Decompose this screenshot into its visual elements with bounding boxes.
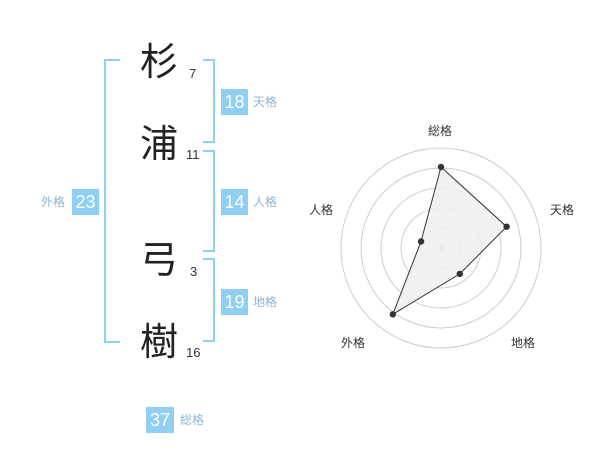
soukaku-label: 総格 <box>180 413 205 427</box>
soukaku-value-box: 37 <box>146 407 174 433</box>
tenkaku-value-box: 18 <box>221 89 248 115</box>
radar-polygon <box>391 166 508 316</box>
jinkaku-value-box: 14 <box>221 189 248 215</box>
chikaku-label: 地格 <box>253 295 278 309</box>
radar-grid-ring <box>380 187 502 309</box>
stroke-count-1: 7 <box>189 66 197 81</box>
radar-center-dot <box>438 245 444 251</box>
radar-point-4 <box>389 311 397 318</box>
radar-axis-label-jinkaku: 人格 <box>309 203 334 217</box>
jinkaku-label: 人格 <box>253 195 278 209</box>
name-char-2: 浦 <box>140 122 179 166</box>
name-char-3: 弓 <box>140 238 179 282</box>
chikaku-bracket <box>203 258 215 342</box>
radar-axis-label-chikaku: 地格 <box>511 336 536 350</box>
tenkaku-label: 天格 <box>253 95 278 109</box>
tenkaku-bracket <box>203 59 215 143</box>
radar-point-1 <box>437 163 445 171</box>
radar-grid <box>340 147 542 349</box>
radar-grid-ring <box>340 147 542 349</box>
name-char-1: 杉 <box>140 40 179 84</box>
stroke-count-3: 3 <box>190 264 198 279</box>
radar-grid-ring <box>400 207 482 289</box>
radar-points <box>389 163 510 318</box>
gaikaku-bracket <box>104 59 120 343</box>
jinkaku-bracket <box>203 150 215 252</box>
radar-point-3 <box>456 270 464 278</box>
radar-grid-ring <box>420 227 462 269</box>
radar-axis-label-gaikaku: 外格 <box>341 336 366 350</box>
name-char-4: 樹 <box>140 320 179 364</box>
radar-axis-label-soukaku: 総格 <box>428 124 453 138</box>
gaikaku-label: 外格 <box>41 195 66 209</box>
radar-point-5 <box>417 238 425 245</box>
stroke-count-2: 11 <box>186 147 200 162</box>
radar-axis-label-tenkaku: 天格 <box>550 203 575 217</box>
gaikaku-value-box: 23 <box>72 189 99 215</box>
radar-point-2 <box>503 223 510 230</box>
radar-grid-ring <box>360 167 522 329</box>
stroke-count-4: 16 <box>186 345 201 360</box>
chikaku-value-box: 19 <box>221 289 248 315</box>
